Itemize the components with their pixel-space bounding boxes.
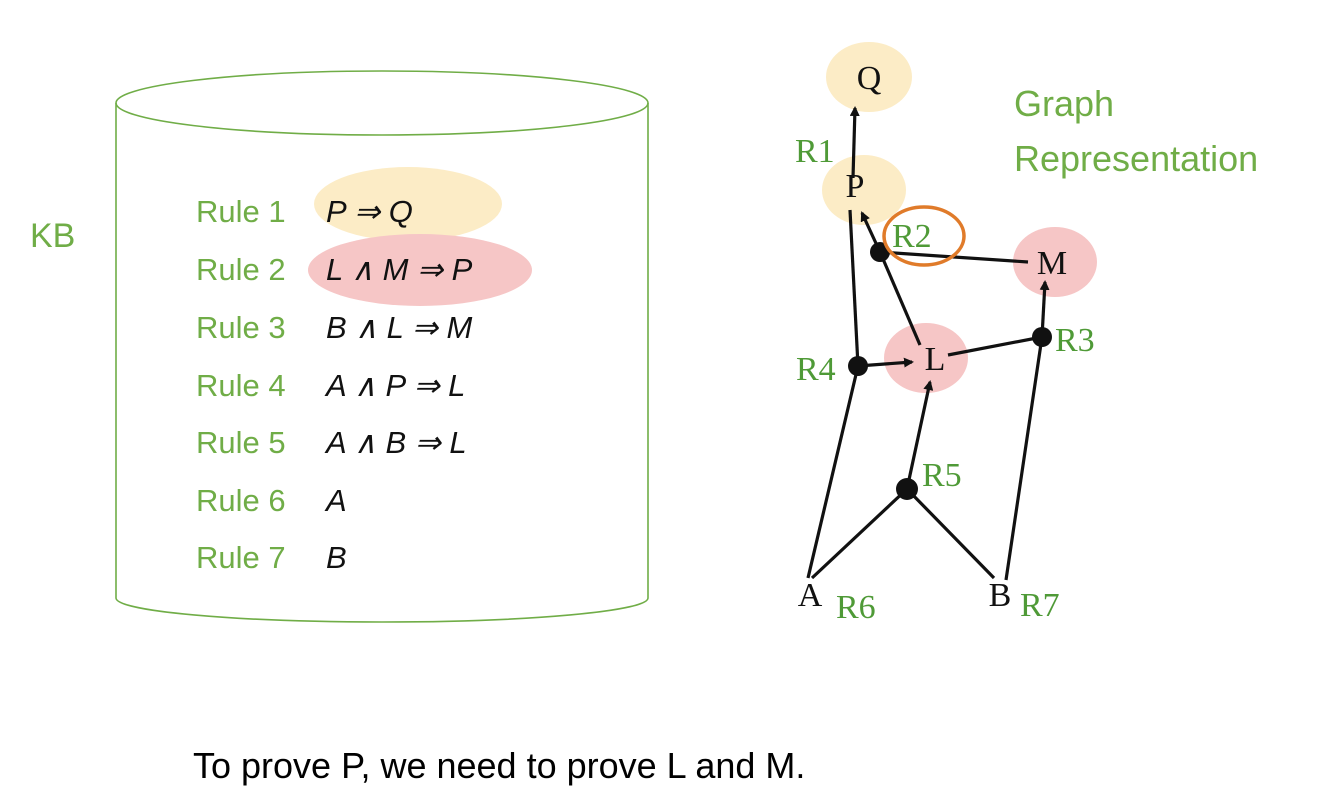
kb-cylinder-top (115, 70, 649, 136)
edge-b-to-r3 (1004, 336, 1044, 581)
rule-1-label: Rule 1 (196, 194, 286, 229)
node-m: M (1037, 245, 1067, 282)
rule-4-label: Rule 4 (196, 368, 286, 403)
rule-2-label: Rule 2 (196, 252, 286, 287)
rule-label-r5: R5 (922, 457, 962, 494)
kb-label: KB (30, 217, 75, 255)
rule-1-formula: P ⇒ Q (326, 194, 413, 229)
rule-7-formula: B (326, 540, 347, 575)
rule-3-formula: B ∧ L ⇒ M (326, 310, 472, 345)
edge-l-to-r2 (878, 251, 922, 346)
node-a: A (798, 577, 823, 614)
node-p: P (846, 168, 865, 205)
rule-label-r1: R1 (795, 133, 835, 170)
edge-r5-to-l (905, 380, 934, 490)
node-q: Q (857, 60, 882, 97)
r2-emphasis-circle (882, 205, 966, 267)
m-highlight (1013, 227, 1097, 297)
edge-a-to-r5 (810, 487, 909, 580)
rule-6-label: Rule 6 (196, 483, 286, 518)
node-b: B (989, 577, 1012, 614)
rule-label-r6: R6 (836, 589, 876, 626)
graph-title-line1: Graph (1014, 83, 1114, 124)
rule-label-r3: R3 (1055, 322, 1095, 359)
rule-label-r4: R4 (796, 351, 836, 388)
rule1-highlight (314, 167, 502, 241)
rule2-highlight (308, 234, 532, 306)
rule-label-r2: R2 (892, 218, 932, 255)
edge-b-to-r5 (905, 487, 996, 580)
rule-3-label: Rule 3 (196, 310, 286, 345)
l-highlight (884, 323, 968, 393)
r4-junction (848, 356, 868, 376)
node-l: L (925, 341, 946, 378)
q-highlight (826, 42, 912, 112)
kb-rules-list: Rule 1 P ⇒ Q Rule 2 L ∧ M ⇒ P Rule 3 B ∧… (196, 194, 473, 575)
caption: To prove P, we need to prove L and M. (193, 745, 805, 786)
r3-junction (1032, 327, 1052, 347)
rule-4-formula: A ∧ P ⇒ L (324, 368, 465, 403)
rule-5-formula: A ∧ B ⇒ L (324, 425, 467, 460)
graph-title-line2: Representation (1014, 138, 1258, 179)
rule-label-r7: R7 (1020, 587, 1060, 624)
kb-cylinder (115, 70, 649, 623)
rule-5-label: Rule 5 (196, 425, 286, 460)
rule-6-formula: A (324, 483, 347, 518)
rule-2-formula: L ∧ M ⇒ P (326, 252, 473, 287)
kb-cylinder-body (115, 103, 649, 623)
edge-l-to-r3 (947, 335, 1043, 357)
r5-junction (896, 478, 918, 500)
p-highlight (822, 155, 906, 225)
edge-p-to-q (849, 106, 860, 179)
edge-p-to-r4 (848, 209, 860, 367)
edge-a-to-r4 (806, 365, 860, 579)
rule-7-label: Rule 7 (196, 540, 286, 575)
